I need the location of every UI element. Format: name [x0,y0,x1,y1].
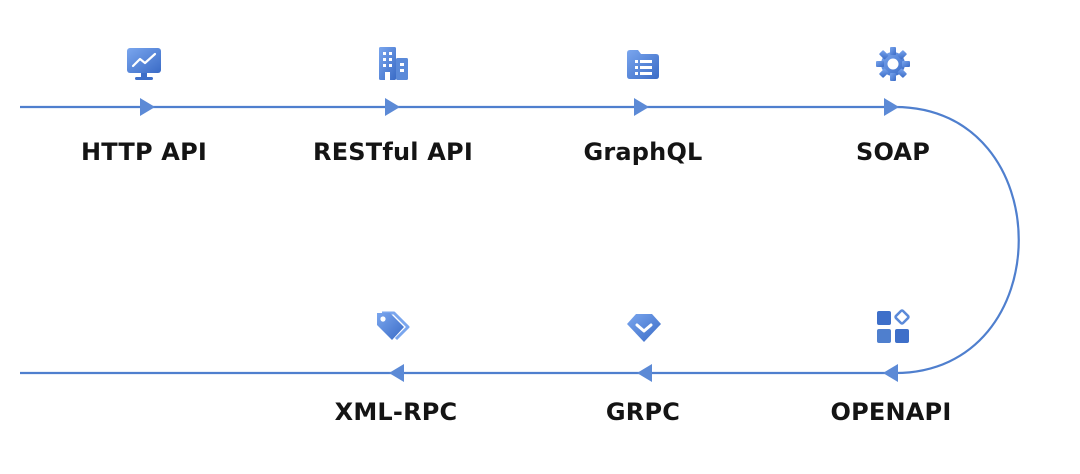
shield-check-icon [624,307,664,347]
stage-label-openapi: OPENAPI [830,398,952,426]
gear-icon [873,44,913,84]
stage-label-grpc: GRPC [605,398,681,426]
flow-arrow-soap [884,98,899,116]
flow-arrow-grpc [637,364,652,382]
flow-arrow-restful-api [385,98,400,116]
flow-arrow-openapi [883,364,898,382]
flow-arrow-graphql [634,98,649,116]
building-icon [373,44,413,84]
connector-line [20,105,1020,375]
stage-label-http-api: HTTP API [80,138,208,166]
folder-list-icon [623,44,663,84]
app-grid-icon [873,307,913,347]
price-tag-icon [373,307,413,347]
stage-label-xml-rpc: XML-RPC [334,398,458,426]
stage-label-soap: SOAP [855,138,930,166]
flow-arrow-xml-rpc [389,364,404,382]
monitor-chart-icon [124,44,164,84]
flow-arrow-http-api [140,98,155,116]
stage-label-graphql: GraphQL [583,138,703,166]
stage-label-restful-api: RESTful API [313,138,473,166]
